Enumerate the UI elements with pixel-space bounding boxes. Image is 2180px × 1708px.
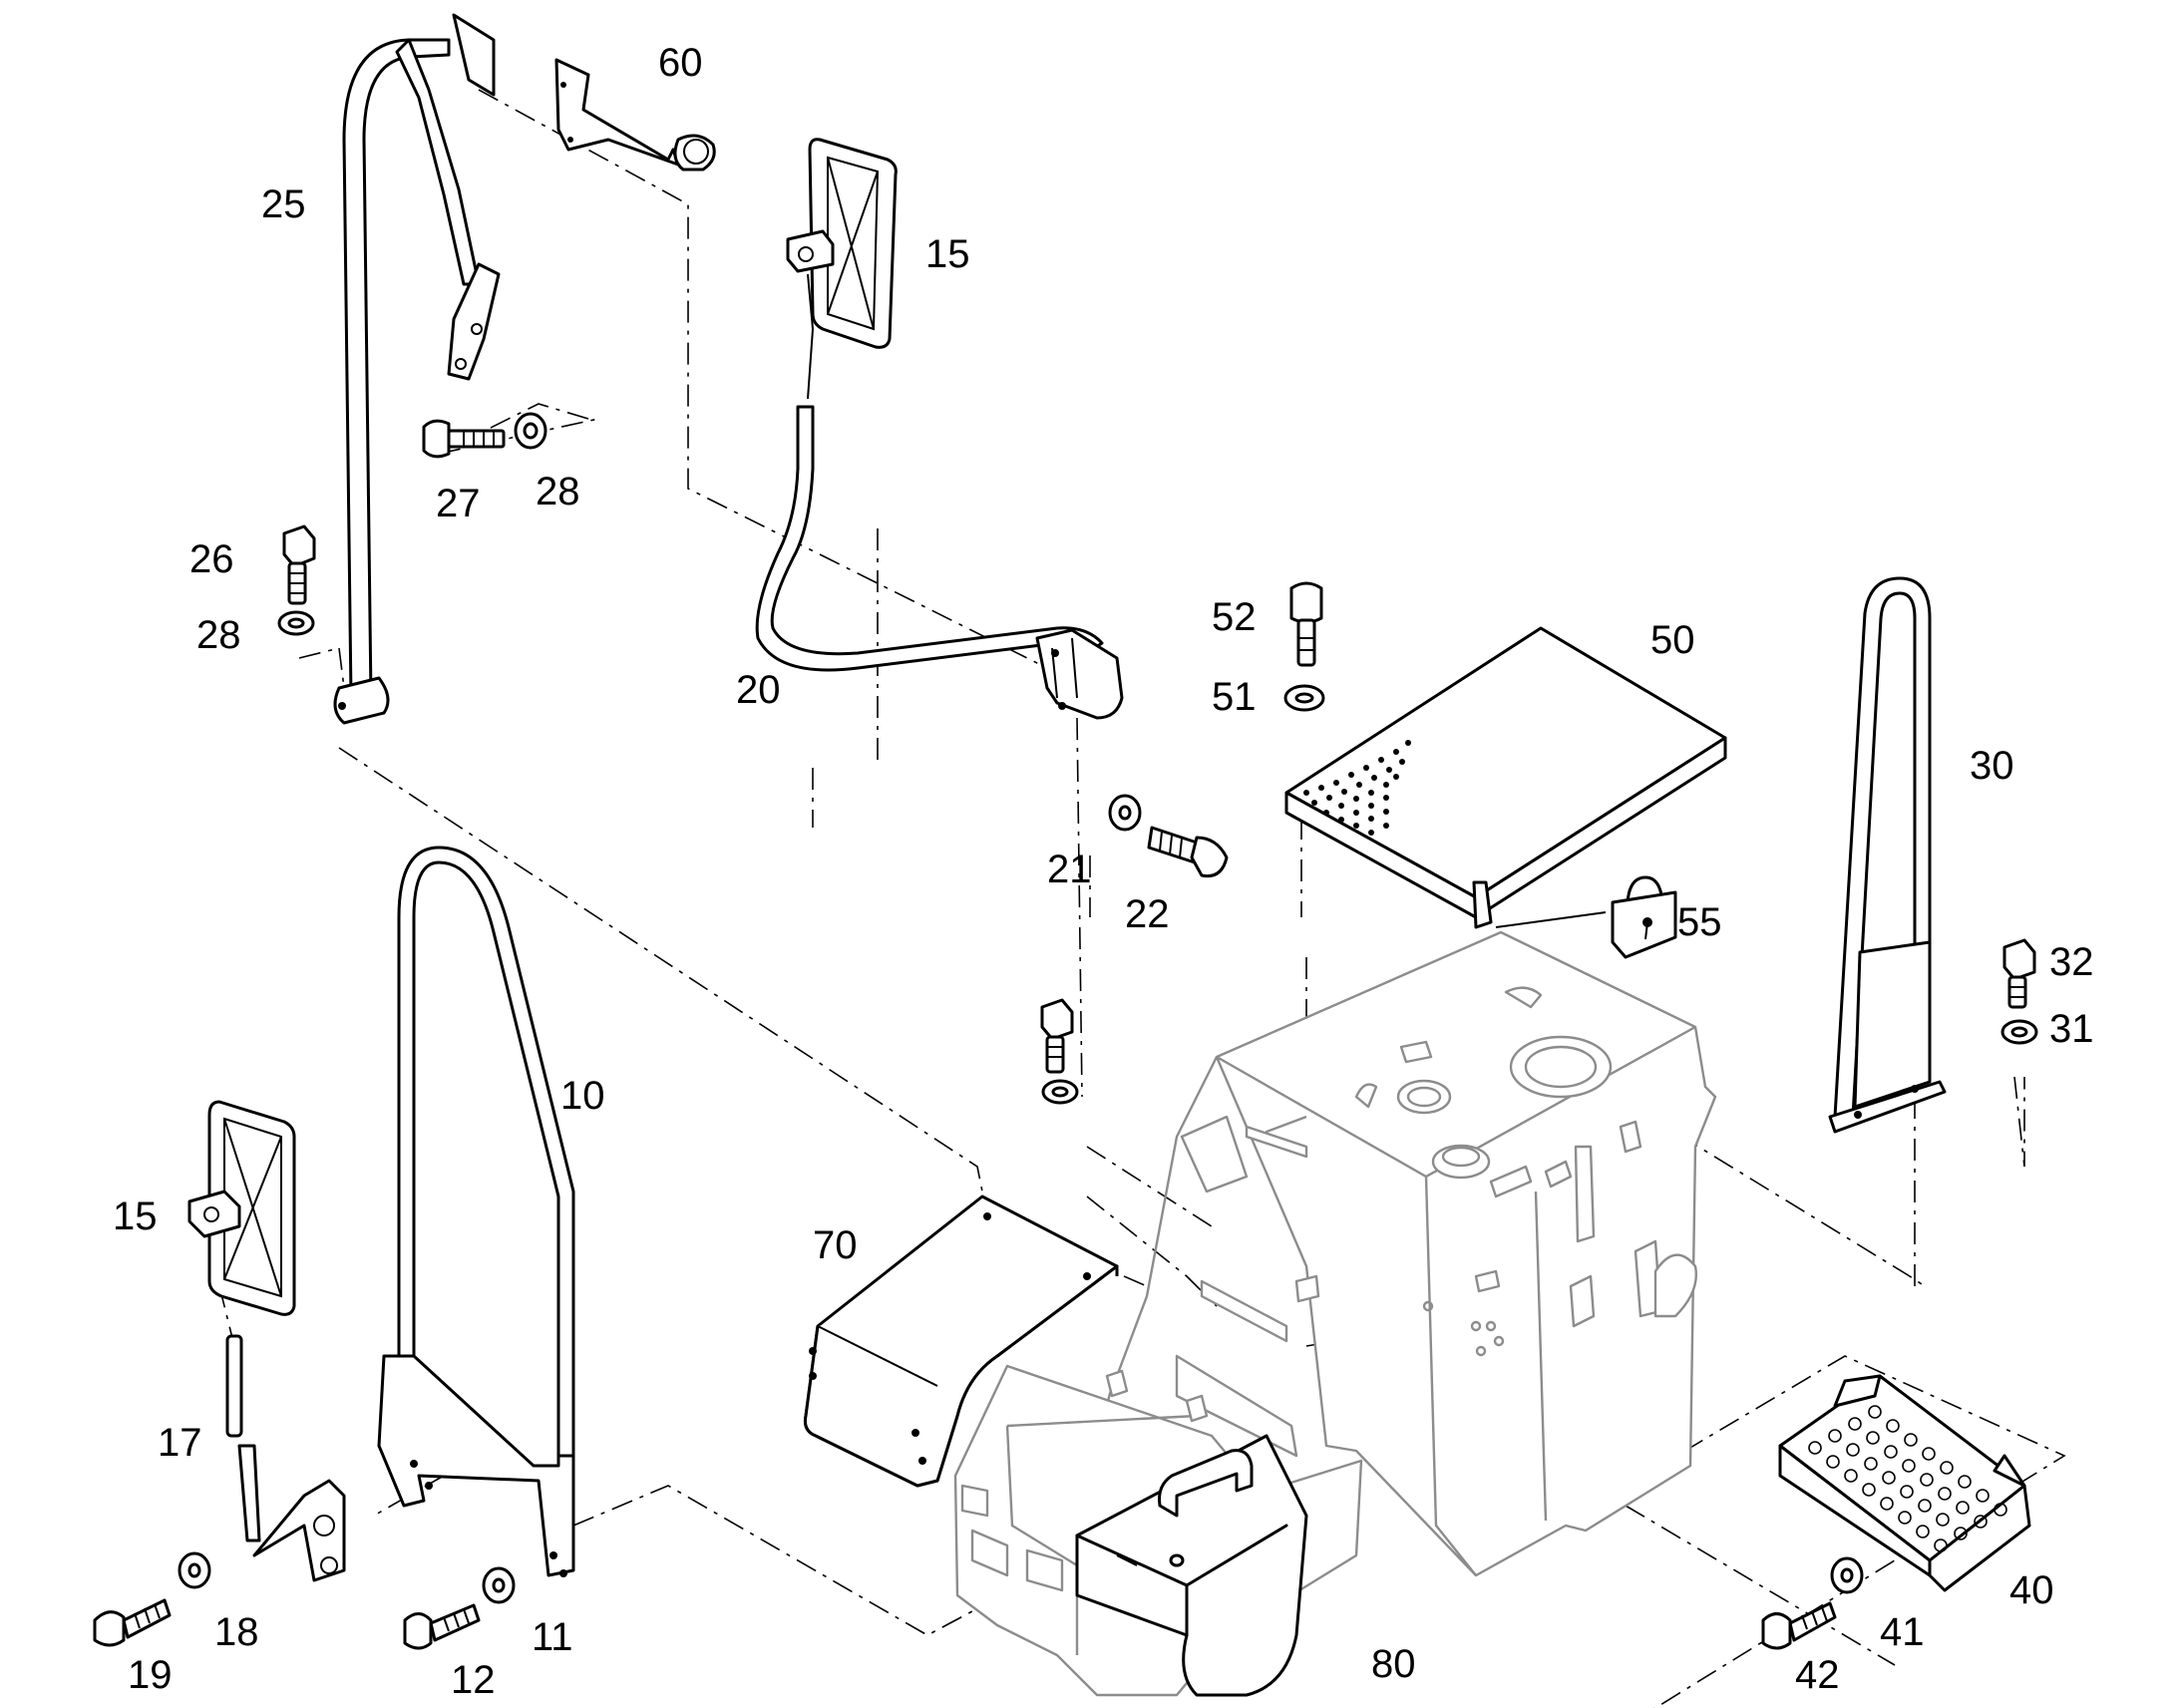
- callout-28-left: 28: [196, 613, 241, 657]
- callout-42: 42: [1795, 1653, 1840, 1697]
- callout-70: 70: [813, 1223, 858, 1267]
- callout-60: 60: [658, 41, 703, 85]
- callout-12: 12: [451, 1658, 496, 1702]
- bolt-22: [1147, 826, 1229, 878]
- washer-31: [2000, 1019, 2038, 1045]
- callout-52: 52: [1212, 595, 1257, 639]
- bolt-26: [282, 524, 316, 605]
- callout-19: 19: [128, 1653, 173, 1697]
- washer-21: [1108, 794, 1142, 832]
- callout-51: 51: [1212, 675, 1257, 719]
- callout-labels: 60 25 15 27 28 26 28 20 52 50 51 30 21 2…: [113, 41, 2094, 1702]
- callout-31: 31: [2049, 1007, 2094, 1051]
- padlock-55: [1495, 875, 1677, 959]
- callout-17: 17: [158, 1421, 202, 1465]
- bolt-42: [1761, 1601, 1837, 1650]
- storage-box-80: [1075, 1434, 1308, 1697]
- callout-15-top: 15: [925, 232, 970, 276]
- clamp-18: [252, 1479, 346, 1582]
- callout-25: 25: [261, 182, 306, 226]
- callout-50: 50: [1650, 618, 1695, 662]
- washer-51: [1283, 684, 1325, 712]
- callout-40: 40: [2009, 1568, 2054, 1612]
- handrail-25: [333, 13, 501, 725]
- handrail-10: [377, 846, 575, 1577]
- callout-20: 20: [736, 668, 781, 712]
- callout-41: 41: [1880, 1610, 1925, 1654]
- bracket-60: [554, 58, 716, 171]
- callout-22: 22: [1125, 892, 1170, 936]
- bolt-70: [1040, 998, 1079, 1105]
- handrail-30: [1828, 576, 1947, 1134]
- callout-80: 80: [1371, 1642, 1416, 1686]
- vent-perforations: [1303, 740, 1411, 836]
- callout-55: 55: [1677, 900, 1722, 944]
- callout-11: 11: [532, 1615, 573, 1659]
- bolt-12: [403, 1603, 481, 1650]
- step-40: [1778, 1374, 2031, 1592]
- callout-18: 18: [214, 1610, 259, 1654]
- step-tread-holes: [1808, 1405, 2007, 1552]
- screw-52: [1289, 581, 1323, 667]
- callout-21: 21: [1047, 848, 1092, 891]
- washer-28-left: [277, 610, 315, 636]
- panel-70: [804, 1195, 1119, 1488]
- console-body: [953, 930, 1717, 1697]
- washer-11: [482, 1566, 516, 1604]
- bolt-32: [2002, 938, 2036, 1009]
- washer-41: [1830, 1556, 1864, 1594]
- cover-50: [1284, 626, 1727, 929]
- callout-30: 30: [1970, 744, 2014, 788]
- bolt-19: [93, 1598, 172, 1647]
- callout-15-left: 15: [113, 1195, 158, 1238]
- callout-10: 10: [560, 1074, 605, 1118]
- callout-27: 27: [436, 482, 481, 525]
- washer-28-top: [514, 412, 547, 450]
- callout-28-top: 28: [536, 470, 580, 513]
- mirror-15-top: [786, 138, 898, 400]
- mirror-arm-20: [755, 405, 1124, 720]
- rod-17: [225, 1334, 261, 1542]
- bolt-27: [422, 419, 506, 459]
- callout-26: 26: [189, 537, 234, 581]
- washer-18: [178, 1551, 211, 1589]
- callout-32: 32: [2049, 940, 2094, 984]
- mirror-15-left: [187, 1100, 296, 1316]
